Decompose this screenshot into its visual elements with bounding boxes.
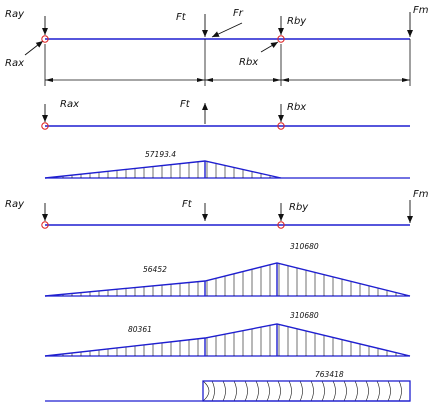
- label-rby: Rby: [287, 16, 307, 27]
- moment-curve: [44, 262, 411, 297]
- hatch-arc: [310, 380, 314, 402]
- mid-moment-label: 56452: [143, 265, 167, 274]
- hatch-arc: [277, 380, 281, 402]
- label-rax: Rax: [5, 58, 24, 69]
- support-moment-label: 310680: [290, 311, 319, 320]
- support-a: [41, 35, 49, 43]
- hatch-arc: [365, 380, 369, 402]
- hatching: [53, 263, 406, 296]
- max-moment-label: 57193.4: [145, 150, 176, 159]
- label-rbx: Rbx: [239, 57, 258, 68]
- support-b: [277, 122, 285, 130]
- torque-diagram: 763418: [45, 370, 411, 402]
- support-b: [277, 221, 285, 229]
- support-a: [41, 221, 49, 229]
- mid-moment-label: 80361: [128, 325, 152, 334]
- hatch-arc: [343, 380, 347, 402]
- hatching: [202, 380, 402, 402]
- vertical-plane-scheme: Ray Ft Rby Fm: [5, 189, 429, 229]
- moment-curve: [44, 160, 282, 179]
- moment-diagram-total: 80361 310680: [44, 311, 411, 357]
- hatch-arc: [202, 380, 210, 402]
- hatch-arc: [299, 380, 303, 402]
- label-fm: Fm: [413, 189, 429, 200]
- hatch-arc: [288, 380, 292, 402]
- hatching: [53, 161, 280, 178]
- hatch-arc: [332, 380, 336, 402]
- support-b: [277, 35, 285, 43]
- torque-value-label: 763418: [315, 370, 344, 379]
- hatching: [53, 324, 406, 356]
- hatch-arc: [255, 380, 259, 402]
- force-arrow-rax: [24, 40, 44, 56]
- hatch-arc: [387, 380, 391, 402]
- hatch-arc: [233, 380, 237, 402]
- hatch-arc: [222, 380, 226, 402]
- hatch-arc: [266, 380, 270, 402]
- hatch-arc: [321, 380, 325, 402]
- force-arrow-fr: [211, 22, 243, 38]
- moment-curve: [44, 323, 411, 357]
- label-rbx: Rbx: [287, 102, 306, 113]
- label-ray: Ray: [5, 199, 25, 210]
- moment-diagram-horizontal: 57193.4: [44, 150, 410, 179]
- hatch-arc: [211, 380, 215, 402]
- hatch-arc: [376, 380, 380, 402]
- label-fm: Fm: [413, 5, 429, 16]
- label-rby: Rby: [289, 202, 309, 213]
- label-ft: Ft: [182, 199, 193, 210]
- label-fr: Fr: [233, 8, 244, 19]
- label-rax: Rax: [60, 99, 79, 110]
- label-ft: Ft: [180, 99, 191, 110]
- hatch-arc: [244, 380, 248, 402]
- torque-block: [202, 380, 411, 402]
- support-moment-label: 310680: [290, 242, 319, 251]
- label-ft: Ft: [176, 12, 187, 23]
- hatch-arc: [398, 380, 402, 402]
- hatch-arc: [354, 380, 358, 402]
- support-a: [41, 122, 49, 130]
- label-ray: Ray: [5, 9, 25, 20]
- horizontal-plane-scheme: Rax Ft Rbx: [41, 99, 410, 130]
- moment-diagram-vertical: 56452 310680: [44, 242, 411, 297]
- force-arrow-rbx: [260, 41, 279, 53]
- design-scheme: Ray Rax Ft Fr Rby Rbx Fm: [5, 5, 429, 86]
